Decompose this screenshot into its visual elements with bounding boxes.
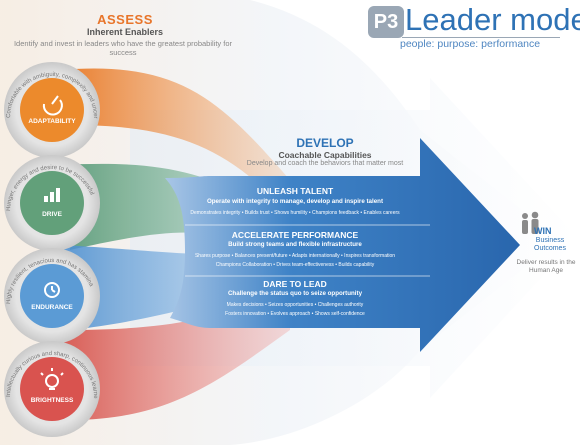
logo-tagline: people: purpose: performance (400, 38, 541, 50)
enabler-label-drive: DRIVE (42, 211, 62, 218)
enabler-circle-drive (4, 155, 100, 251)
alarm-clock-icon (44, 282, 60, 298)
capability-subtitle-dare-to-lead: Challenge the status quo to seize opport… (227, 290, 363, 297)
develop-subtitle: Coachable Capabilities (278, 150, 372, 160)
capability-bullets-dare-to-lead-2: Fosters innovation • Evolves approach • … (225, 311, 365, 317)
people-icon (522, 211, 539, 234)
win-title: WIN (534, 226, 552, 236)
capability-title-dare-to-lead: DARE TO LEAD (263, 279, 327, 289)
capability-bullets-dare-to-lead-1: Makes decisions • Seizes opportunities •… (226, 302, 364, 308)
win-subtitle: Business Outcomes (534, 237, 566, 252)
win-description: Deliver results in the Human Age (516, 259, 576, 274)
capability-bullets-accelerate-performance-2: Champions Collaboration • Drives team-ef… (215, 262, 375, 268)
logo-badge: P3 (368, 6, 404, 38)
capability-subtitle-unleash-talent: Operate with integrity to manage, develo… (206, 198, 384, 205)
orange-band (60, 68, 290, 216)
enabler-label-endurance: ENDURANCE (31, 304, 73, 311)
enabler-label-adaptability: ADAPTABILITY (28, 118, 76, 125)
logo-divider (402, 37, 560, 38)
develop-arrow (165, 138, 520, 352)
capability-subtitle-accelerate-performance: Build strong teams and flexible infrastr… (228, 241, 362, 248)
gauge-icon (42, 95, 63, 116)
develop-description: Develop and coach the behaviors that mat… (246, 160, 404, 167)
assess-description: Identify and invest in leaders who have … (13, 39, 233, 57)
capability-bullets-accelerate-performance-1: Shares purpose • Balances present/future… (194, 253, 396, 259)
bar-chart-icon (44, 188, 60, 202)
enabler-label-brightness: BRIGHTNESS (30, 397, 74, 404)
assess-subtitle: Inherent Enablers (86, 27, 164, 37)
capability-title-unleash-talent: UNLEASH TALENT (256, 186, 334, 196)
logo-title: Leader model (405, 2, 580, 37)
enabler-circle-adaptability (4, 62, 100, 158)
assess-title: ASSESS (97, 12, 153, 27)
capability-title-accelerate-performance: ACCELERATE PERFORMANCE (231, 230, 359, 240)
lightbulb-icon (40, 368, 64, 390)
capability-bullets-unleash-talent: Demonstrates integrity • Builds trust • … (190, 210, 400, 216)
develop-title: DEVELOP (296, 136, 354, 150)
